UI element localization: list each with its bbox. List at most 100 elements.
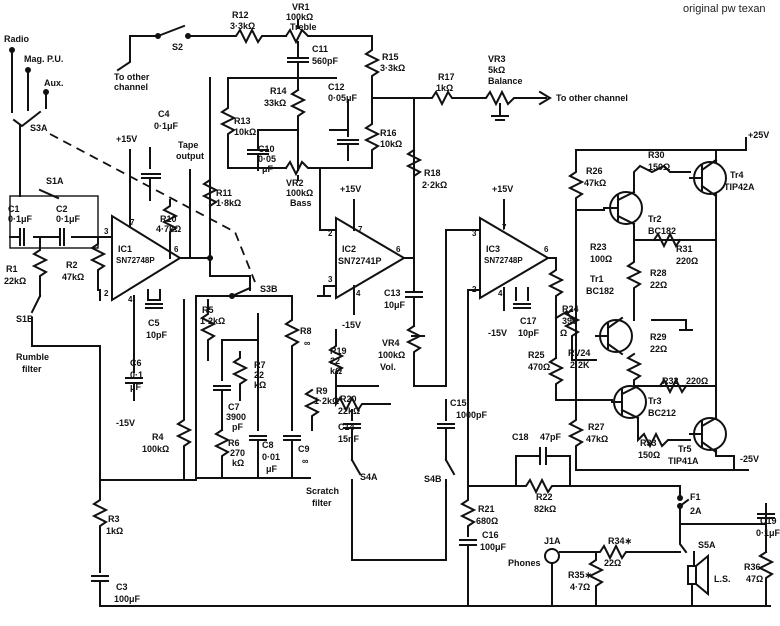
c10-value-1: 0·05 [258, 154, 276, 164]
c8-name: C8 [262, 440, 274, 450]
r1-name: R1 [6, 264, 18, 274]
c2-plates [59, 228, 65, 246]
r33-resistor [637, 417, 691, 449]
r11-name: R11 [216, 188, 232, 198]
r15-value: 3·3kΩ [380, 63, 405, 73]
c10-name: C10 [258, 144, 275, 154]
scratch-note-1: Scratch [306, 486, 339, 496]
tr4-value: TIP42A [724, 182, 755, 192]
c5-plates [145, 303, 163, 309]
tape-note-2: output [176, 151, 204, 161]
r1-value: 22kΩ [4, 276, 26, 286]
c11-cap [287, 49, 309, 91]
c4-name: C4 [158, 109, 170, 119]
vr2-name: VR2 [286, 178, 304, 188]
vr2-value: 100kΩ [286, 188, 313, 198]
s2-contact-b [185, 33, 191, 39]
c7-cap [213, 359, 231, 431]
r5-resistor [199, 299, 217, 361]
s1a-contact [38, 188, 60, 200]
ic2-part: SN72741P [338, 256, 382, 266]
label-s3b: S3B [260, 284, 278, 294]
scratch-filter: R19 22 kΩ R9 1·2kΩ R20 22kΩ C14 15nF S4A… [303, 329, 488, 561]
r26-name: R26 [586, 166, 603, 176]
ic1-pin4: 4 [128, 295, 133, 304]
c10-cap [247, 129, 269, 171]
jack-name: J1A [544, 536, 561, 546]
r23-name: R23 [590, 242, 607, 252]
r12-name: R12 [232, 10, 249, 20]
tr2-leads [603, 190, 636, 226]
rail-m15-a: -15V [116, 418, 135, 428]
r31-resistor [652, 231, 682, 249]
ic3-triangle [479, 216, 550, 300]
c12-value: 0·05μF [328, 93, 358, 103]
c2-value: 0·1μF [56, 214, 81, 224]
tr1-value: BC182 [586, 286, 614, 296]
r3-value: 1kΩ [106, 526, 123, 536]
r16-name: R16 [380, 128, 397, 138]
r13-value: 10kΩ [234, 127, 256, 137]
c13-cap [405, 291, 423, 327]
r3-branch [91, 345, 197, 573]
c19-name: C19 [760, 516, 777, 526]
speaker-icon [687, 553, 709, 597]
ic2-pin2: 2 [328, 229, 333, 238]
s5a-switch [679, 523, 695, 571]
r30-resistor [633, 164, 691, 193]
s2-switch [129, 24, 211, 38]
r8-name: R8 [300, 326, 312, 336]
r14-resistor [289, 88, 307, 171]
c3-name: C3 [116, 582, 128, 592]
ic1-triangle [111, 214, 182, 302]
fuse-contact-a [677, 495, 683, 501]
r36-name: R36 [744, 562, 761, 572]
r22-value: 82kΩ [534, 504, 556, 514]
input-selector: Radio Mag. P.U. Aux. S3A [4, 34, 256, 283]
to-other-channel-arrow [116, 35, 131, 72]
c4-cap [141, 147, 161, 201]
c3-cap [91, 575, 109, 607]
c4-value: 0·1μF [154, 121, 179, 131]
r29-name: R29 [650, 332, 667, 342]
r17-name: R17 [438, 72, 455, 82]
ic1-out-node [207, 255, 213, 261]
c5-value: 10pF [146, 330, 168, 340]
ic1-feedback: C4 0·1μF Tape output R10 4·7kΩ R11 1·8kΩ [141, 77, 251, 291]
ic1-name: IC1 [118, 244, 132, 254]
rail-m25: -25V [740, 454, 759, 464]
s3-ganged-link [49, 133, 256, 283]
tr4-name: Tr4 [730, 170, 744, 180]
label-s4a: S4A [360, 472, 378, 482]
r29-resistor [625, 352, 717, 387]
c15-name: C15 [450, 398, 467, 408]
vr3-ground [491, 103, 509, 121]
r36-resistor [757, 550, 775, 607]
c7-name: C7 [228, 402, 240, 412]
tape-note-1: Tape [178, 140, 198, 150]
r33-value: 150Ω [638, 450, 660, 460]
ic2-pin3-ground [317, 285, 337, 297]
r21-value: 680Ω [476, 516, 498, 526]
label-s1a: S1A [46, 176, 64, 186]
r21-name: R21 [478, 504, 495, 514]
r17-vr3-line [413, 89, 547, 107]
r34-value: 22Ω [604, 558, 621, 568]
r18-name: R18 [424, 168, 441, 178]
r9-resistor [303, 388, 321, 431]
r27-name: R27 [588, 422, 605, 432]
phones-label: Phones [508, 558, 541, 568]
r24-value-2: Ω [560, 328, 567, 338]
ic2-pin6: 6 [396, 245, 401, 254]
r8-resistor [283, 295, 301, 431]
r6-value-2: kΩ [232, 458, 244, 468]
ic1-part: SN72748P [116, 256, 155, 265]
r15-name: R15 [382, 52, 399, 62]
ic2-name: IC2 [342, 244, 356, 254]
ic3-feedback-wire [467, 289, 481, 487]
c8-cap [249, 399, 267, 479]
rail-p15-a: +15V [116, 134, 137, 144]
s4b-switch [444, 458, 456, 561]
r20-value: 22kΩ [338, 406, 360, 416]
r10-resistor [161, 199, 179, 259]
